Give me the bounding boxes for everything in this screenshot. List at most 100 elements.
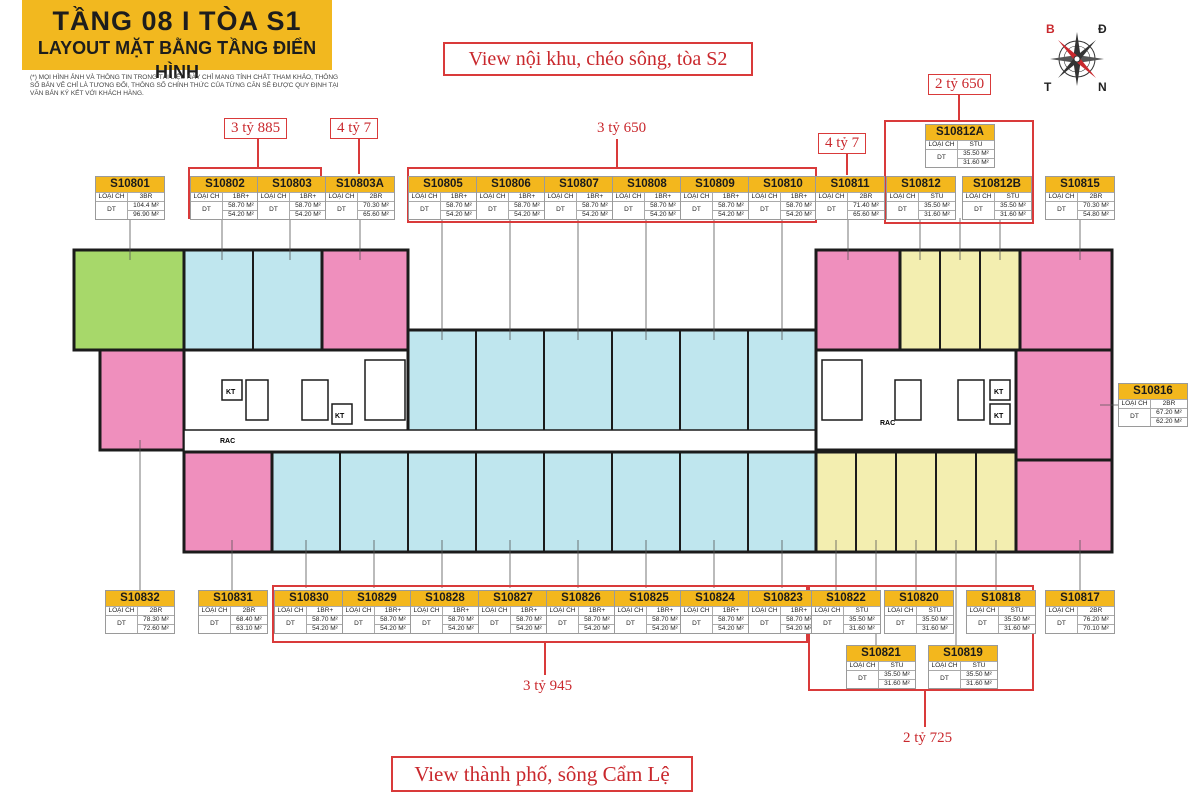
group-s10812 xyxy=(884,120,1034,224)
unit-type: 1BR+ xyxy=(654,193,672,200)
unit-area-label: DT xyxy=(326,202,358,219)
price-s10805-10: 3 tỷ 650 xyxy=(590,118,654,139)
unit-area-s10815 xyxy=(1018,248,1114,352)
unit-area-net: 62.20 M² xyxy=(1156,418,1182,425)
unit-area-gross: 78.30 M² xyxy=(138,616,174,625)
unit-area-net: 54.20 M² xyxy=(582,211,608,218)
unit-type-label: LOẠI CH xyxy=(547,607,579,615)
unit-type: STU xyxy=(930,193,944,200)
unit-area-gross: 35.50 M² xyxy=(961,671,997,680)
view-top-label: View nội khu, chéo sông, tòa S2 xyxy=(443,42,753,76)
unit-area-gross: 104.4 M² xyxy=(128,202,164,211)
unit-area-gross: 58.70 M² xyxy=(223,202,259,211)
unit-code: S10810 xyxy=(749,177,817,192)
unit-area-gross: 76.20 M² xyxy=(1078,616,1114,625)
unit-code: S10805 xyxy=(409,177,477,192)
unit-area-net: 70.10 M² xyxy=(1083,625,1109,632)
unit-area-label: DT xyxy=(1046,616,1078,633)
rac-label-1: RAC xyxy=(220,438,235,445)
unit-code: S10832 xyxy=(106,591,174,606)
unit-area-gross: 58.70 M² xyxy=(290,202,326,211)
compass-e: Đ xyxy=(1098,22,1107,36)
unit-area-s10823-30 xyxy=(270,450,818,554)
unit-area-net: 31.60 M² xyxy=(884,680,910,687)
unit-code: S10826 xyxy=(547,591,615,606)
title-block: TẦNG 08 I TÒA S1 LAYOUT MẶT BẰNG TẦNG ĐI… xyxy=(22,0,332,82)
compass-s: N xyxy=(1098,80,1107,94)
unit-type-label: LOẠI CH xyxy=(96,193,128,201)
unit-type: STU xyxy=(969,141,983,148)
unit-area-s10831 xyxy=(182,450,274,554)
unit-area-net: 54.20 M² xyxy=(446,211,472,218)
unit-code: S10831 xyxy=(199,591,267,606)
compass-rose: B Đ T N xyxy=(1040,22,1114,96)
unit-area-s10811 xyxy=(814,248,902,352)
unit-area-label: DT xyxy=(547,616,579,633)
unit-area-label: DT xyxy=(963,202,995,219)
kt-label-3: KT xyxy=(994,389,1004,396)
unit-type: 2BR xyxy=(859,193,873,200)
plan-units xyxy=(72,248,1114,554)
unit-type-label: LOẠI CH xyxy=(926,141,958,149)
unit-area-gross: 71.40 M² xyxy=(848,202,884,211)
unit-code: S10818 xyxy=(967,591,1035,606)
unit-area-s10803a xyxy=(320,248,410,352)
unit-area-net: 54.20 M² xyxy=(514,211,540,218)
price-s10818-22: 2 tỷ 725 xyxy=(896,728,960,749)
unit-area-label: DT xyxy=(681,202,713,219)
unit-type-label: LOẠI CH xyxy=(326,193,358,201)
unit-type-label: LOẠI CH xyxy=(749,607,781,615)
unit-type-label: LOẠI CH xyxy=(479,607,511,615)
unit-code: S10819 xyxy=(929,646,997,661)
unit-area-label: DT xyxy=(615,616,647,633)
unit-area-s10805-10 xyxy=(406,328,818,442)
unit-area-net: 54.20 M² xyxy=(786,625,812,632)
unit-type: 1BR+ xyxy=(520,607,538,614)
unit-area-label: DT xyxy=(258,202,290,219)
unit-area-label: DT xyxy=(749,202,781,219)
unit-area-label: DT xyxy=(885,616,917,633)
unit-area-net: 54.20 M² xyxy=(228,211,254,218)
unit-type-label: LOẠI CH xyxy=(963,193,995,201)
unit-type: 1BR+ xyxy=(722,193,740,200)
unit-area-label: DT xyxy=(409,202,441,219)
unit-area-label: DT xyxy=(926,150,958,167)
unit-type-label: LOẠI CH xyxy=(258,193,290,201)
unit-area-net: 65.60 M² xyxy=(853,211,879,218)
unit-type: 1BR+ xyxy=(299,193,317,200)
unit-area-gross: 70.30 M² xyxy=(358,202,394,211)
unit-code: S10801 xyxy=(96,177,164,192)
